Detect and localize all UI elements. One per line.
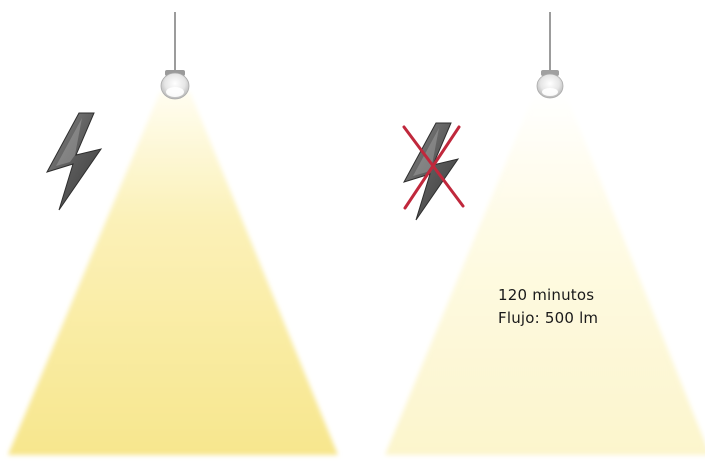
emergency-caption: 120 minutos Flujo: 500 lm	[498, 284, 598, 330]
flux-label: Flujo: 500 lm	[498, 307, 598, 330]
scene-emergency	[385, 12, 705, 455]
light-beam-full	[8, 92, 338, 455]
pendant-lamp	[161, 70, 189, 99]
pendant-lamp	[537, 70, 563, 98]
duration-label: 120 minutos	[498, 284, 598, 307]
lightning-bolt-icon	[47, 113, 101, 210]
scene-normal	[8, 12, 338, 455]
